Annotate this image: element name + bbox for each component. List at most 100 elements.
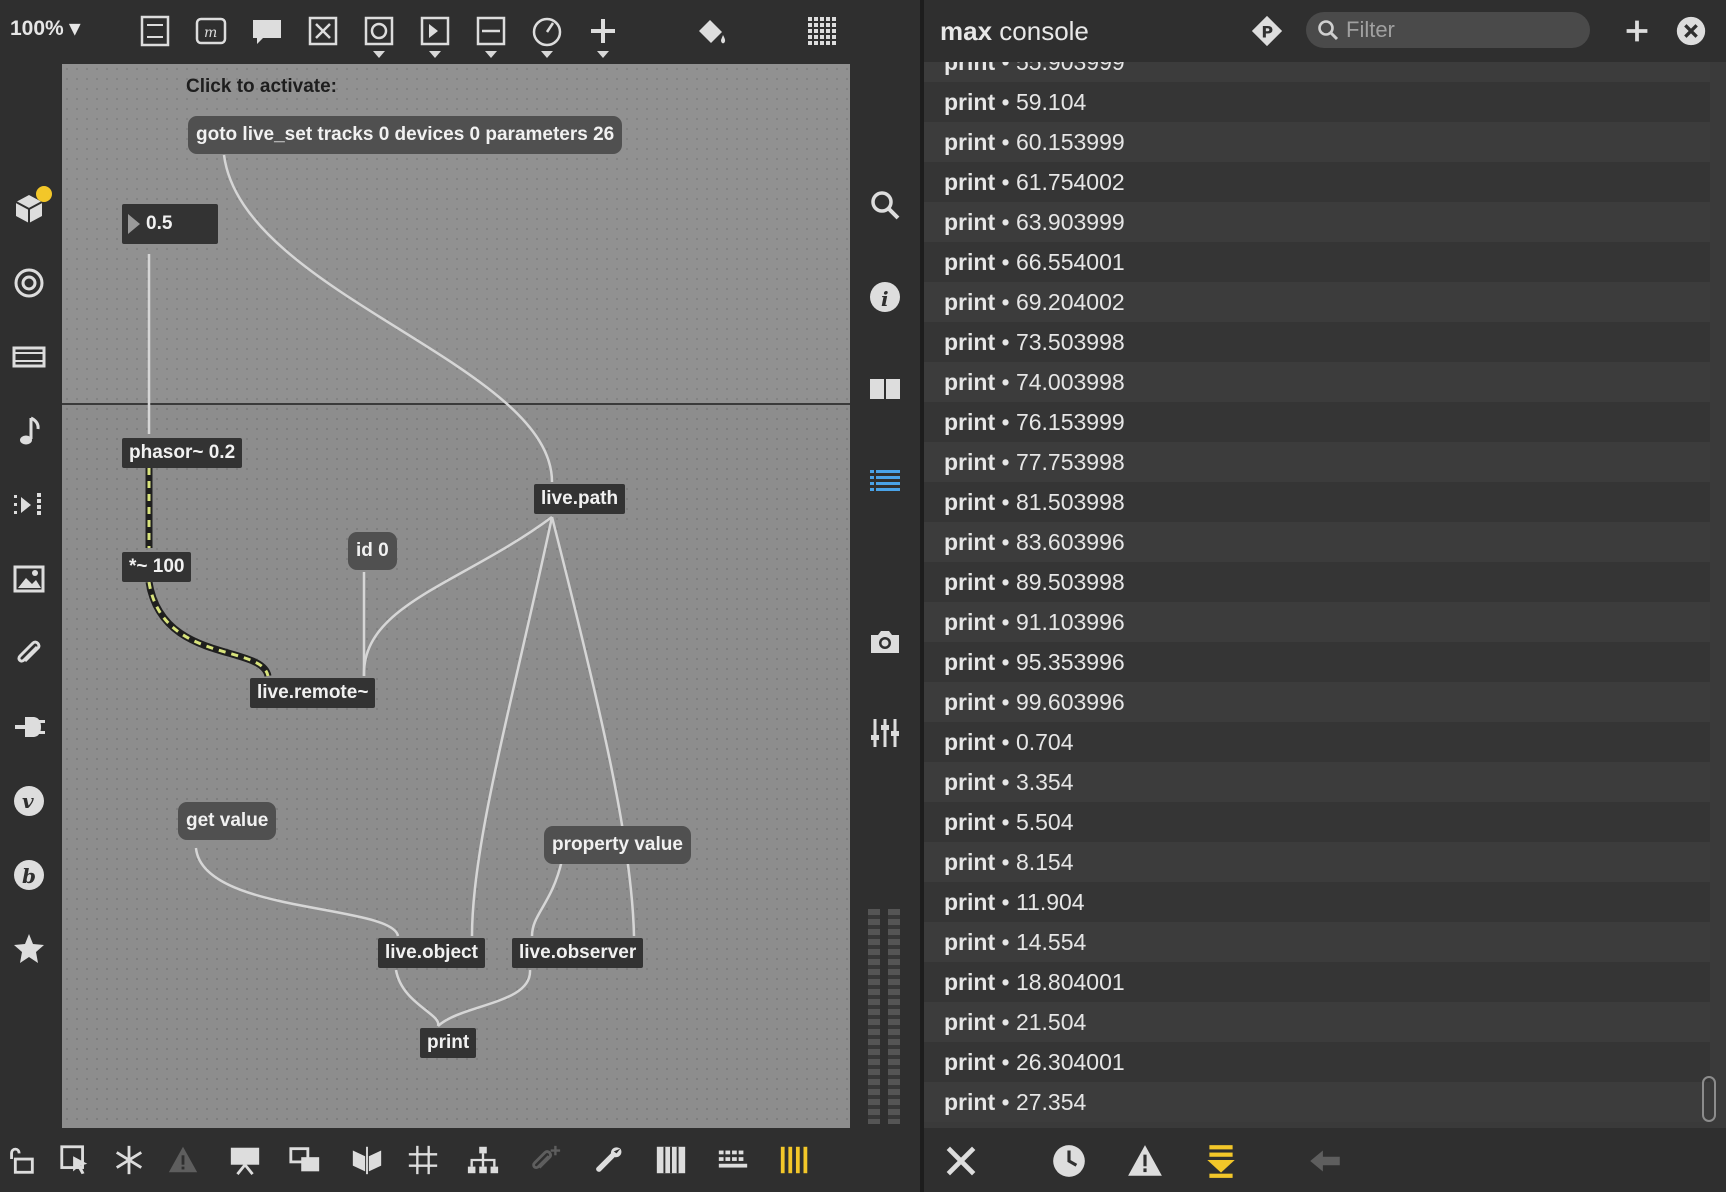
get-value-message[interactable]: get value [178, 802, 277, 840]
console-row[interactable]: print • 55.903999 [924, 62, 1710, 82]
console-row[interactable]: print • 8.154 [924, 842, 1710, 882]
activation-comment: Click to activate: [186, 76, 337, 97]
console-row[interactable]: print • 76.153999 [924, 402, 1710, 442]
console-row[interactable]: print • 83.603996 [924, 522, 1710, 562]
console-row[interactable]: print • 26.304001 [924, 1042, 1710, 1082]
mixer-icon[interactable] [864, 712, 906, 754]
console-row[interactable]: print • 73.503998 [924, 322, 1710, 362]
star-icon[interactable] [8, 928, 50, 970]
cord-path-to-object [470, 516, 554, 937]
package-icon[interactable] [8, 186, 52, 230]
search-icon[interactable] [864, 184, 906, 226]
add-icon[interactable] [582, 10, 624, 58]
console-row[interactable]: print • 74.003998 [924, 362, 1710, 402]
list-icon[interactable] [864, 460, 906, 502]
live-path-object[interactable]: live.path [534, 484, 626, 514]
button-icon[interactable] [302, 10, 344, 52]
add-icon[interactable] [1618, 12, 1656, 50]
clear-icon[interactable] [940, 1140, 982, 1182]
svg-text:m: m [204, 25, 217, 41]
panel-separator[interactable] [920, 0, 924, 1192]
auto-scroll-icon[interactable] [1200, 1140, 1242, 1182]
console-scrollbar[interactable] [1702, 1076, 1716, 1122]
object-box-icon[interactable] [134, 10, 176, 52]
console-row[interactable]: print • 61.754002 [924, 162, 1710, 202]
flip-icon[interactable] [346, 1139, 388, 1181]
hierarchy-icon[interactable] [462, 1139, 504, 1181]
music-note-icon[interactable] [8, 410, 50, 452]
snowflake-icon[interactable] [108, 1139, 150, 1181]
slider-icon[interactable] [470, 10, 512, 58]
columns-icon[interactable] [774, 1139, 816, 1181]
console-row[interactable]: print • 81.503998 [924, 482, 1710, 522]
film-icon[interactable] [8, 336, 50, 378]
toggle-icon[interactable] [358, 10, 400, 58]
layers-icon[interactable] [284, 1139, 326, 1181]
grid-icon[interactable] [402, 1139, 444, 1181]
multiply-object[interactable]: *~ 100 [122, 552, 192, 582]
console-row[interactable]: print • 27.354 [924, 1082, 1710, 1122]
console-row[interactable]: print • 59.104 [924, 82, 1710, 122]
live-object-object[interactable]: live.object [378, 938, 485, 968]
console-row[interactable]: print • 63.903999 [924, 202, 1710, 242]
image-icon[interactable] [8, 558, 50, 600]
lock-icon[interactable] [0, 1139, 42, 1181]
print-object[interactable]: print [420, 1028, 477, 1058]
wrench-icon[interactable] [588, 1139, 630, 1181]
warning-icon[interactable] [1124, 1140, 1166, 1182]
property-value-message[interactable]: property value [544, 826, 691, 864]
live-remote-object[interactable]: live.remote~ [250, 678, 376, 708]
ring-icon[interactable] [8, 262, 50, 304]
presentation-icon[interactable] [224, 1139, 266, 1181]
paint-bucket-icon[interactable] [690, 10, 732, 52]
console-row[interactable]: print • 69.204002 [924, 282, 1710, 322]
camera-icon[interactable] [864, 620, 906, 662]
id-message[interactable]: id 0 [348, 532, 397, 570]
plug-icon[interactable] [8, 706, 50, 748]
v-icon[interactable]: v [8, 780, 50, 822]
console-row[interactable]: print • 5.504 [924, 802, 1710, 842]
svg-text:b: b [22, 864, 36, 888]
console-row[interactable]: print • 66.554001 [924, 242, 1710, 282]
dial-icon[interactable] [526, 10, 568, 58]
console-row[interactable]: print • 0.704 [924, 722, 1710, 762]
console-row[interactable]: print • 3.354 [924, 762, 1710, 802]
console-row[interactable]: print • 91.103996 [924, 602, 1710, 642]
console-row[interactable]: print • 14.554 [924, 922, 1710, 962]
info-icon[interactable]: i [864, 276, 906, 318]
paperclip-add-icon[interactable] [524, 1139, 566, 1181]
goto-message[interactable]: goto live_set tracks 0 devices 0 paramet… [188, 116, 623, 154]
console-row[interactable]: print • 11.904 [924, 882, 1710, 922]
filter-input[interactable] [1346, 16, 1576, 44]
b-icon[interactable]: b [8, 854, 50, 896]
message-icon[interactable]: m [190, 10, 232, 52]
play-list-icon[interactable] [8, 484, 50, 526]
console-row[interactable]: print • 89.503998 [924, 562, 1710, 602]
console-row[interactable]: print • 60.153999 [924, 122, 1710, 162]
number-box[interactable]: 0.5 [122, 204, 218, 244]
patcher-canvas[interactable]: Click to activate: goto live_set tracks … [62, 64, 850, 1128]
number-icon[interactable] [414, 10, 456, 58]
matrix-grid-icon[interactable] [802, 10, 844, 52]
close-icon[interactable] [1672, 12, 1710, 50]
console-row[interactable]: print • 21.504 [924, 1002, 1710, 1042]
paperclip-icon[interactable] [8, 632, 50, 674]
console-row[interactable]: print • 18.804001 [924, 962, 1710, 1002]
comment-icon[interactable] [246, 10, 288, 52]
console-row[interactable]: print • 95.353996 [924, 642, 1710, 682]
back-arrow-icon[interactable] [1304, 1140, 1346, 1182]
book-icon[interactable] [864, 368, 906, 410]
zoom-dropdown[interactable]: 100% ▾ [10, 17, 81, 40]
console-filter[interactable] [1306, 12, 1590, 48]
phasor-object[interactable]: phasor~ 0.2 [122, 438, 243, 468]
piano-icon[interactable] [650, 1139, 692, 1181]
keyboard-icon[interactable] [712, 1139, 754, 1181]
pin-diamond-icon[interactable]: P [1248, 12, 1286, 50]
clock-icon[interactable] [1048, 1140, 1090, 1182]
console-row[interactable]: print • 99.603996 [924, 682, 1710, 722]
warning-icon[interactable] [162, 1139, 204, 1181]
presentation-select-icon[interactable] [54, 1139, 96, 1181]
console-row[interactable]: print • 77.753998 [924, 442, 1710, 482]
live-observer-object[interactable]: live.observer [512, 938, 644, 968]
